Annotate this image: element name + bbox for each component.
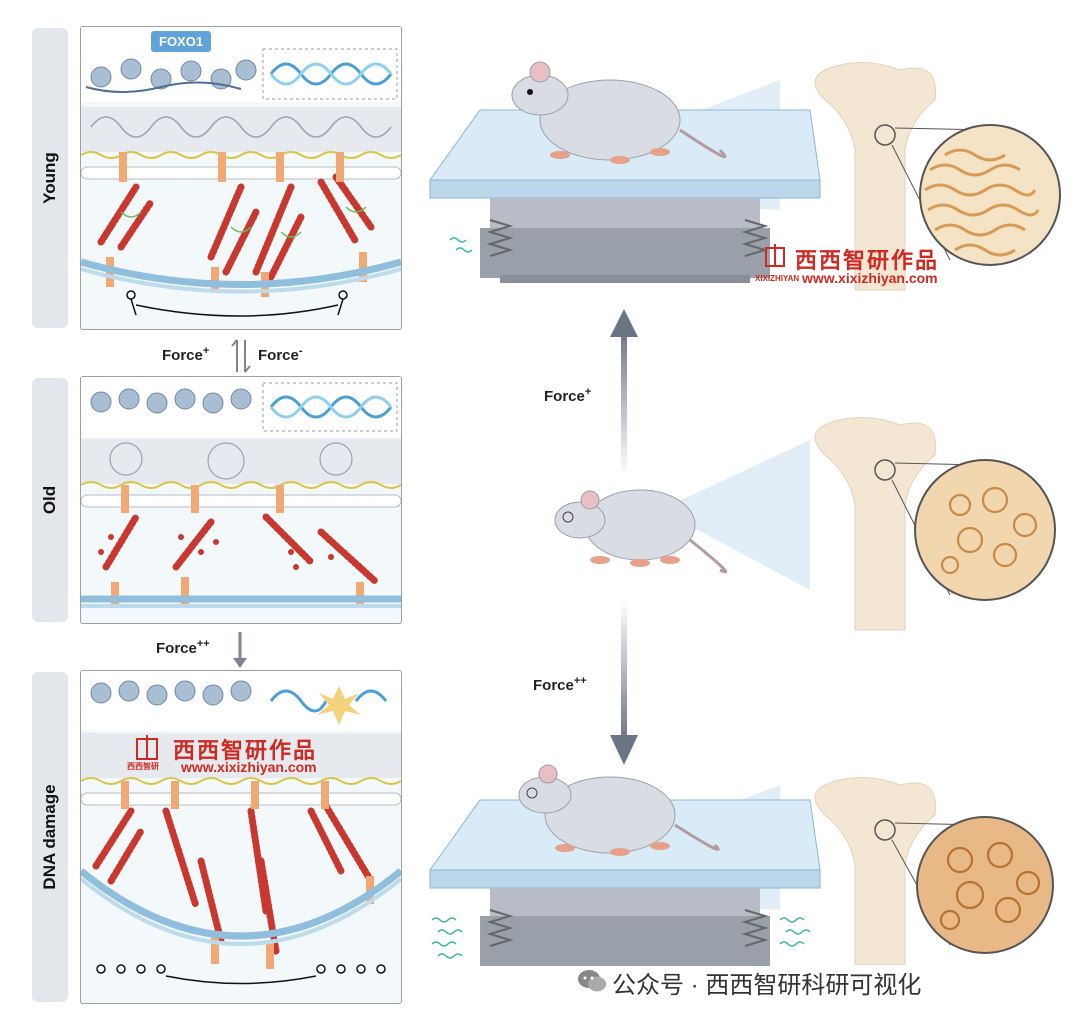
watermark-emblem-icon xyxy=(136,735,158,760)
high-force-vibration-platform xyxy=(429,764,821,966)
dna-helix xyxy=(269,62,393,86)
up-arrow-icon xyxy=(610,309,638,475)
old-label: Old xyxy=(40,485,59,515)
force-plusplus-label-right: Force++ xyxy=(533,675,587,694)
trabecular-damaged-icon xyxy=(916,816,1054,954)
old-mouse-icon xyxy=(554,489,728,574)
dna-damage-cell-illustration xyxy=(81,671,401,985)
young-bone-illustration xyxy=(814,62,1061,291)
watermark-url-left: www.xixizhiyan.com xyxy=(181,759,317,775)
dna-break-icon xyxy=(317,686,361,725)
old-cell-illustration xyxy=(81,377,401,608)
foxo1-label: FOXO1 xyxy=(151,31,212,52)
watermark-badge-left: 西西智研 xyxy=(127,762,159,771)
bidirectional-arrow-icon xyxy=(231,339,251,373)
wechat-icon xyxy=(578,970,606,992)
nucleosome-row xyxy=(90,58,257,90)
force-minus-label: Force- xyxy=(258,345,303,364)
young-label: Young xyxy=(40,152,59,204)
old-bone-illustration xyxy=(814,417,1056,631)
young-panel: FOXO1 xyxy=(80,26,402,330)
actin-filaments xyxy=(97,173,375,281)
watermark-badge-right: XIXIZHIYAN xyxy=(755,274,800,283)
dna-damage-label: DNA damage xyxy=(40,784,59,890)
tug-of-war-figures xyxy=(126,290,348,317)
watermark-text-right: 西西智研作品 xyxy=(795,248,940,274)
force-plusplus-label-left: Force++ xyxy=(156,638,210,657)
watermark-logo-left xyxy=(133,733,161,763)
young-mouse-icon xyxy=(511,61,727,164)
old-panel xyxy=(80,376,402,624)
trabecular-porous-icon xyxy=(914,459,1056,601)
young-tab xyxy=(32,28,68,328)
young-vibration-platform xyxy=(429,61,821,283)
watermark-url-right: www.xixizhiyan.com xyxy=(802,270,938,286)
down-arrow-large-icon xyxy=(610,600,638,765)
watermark-logo-right xyxy=(762,242,788,270)
old-mouse-platform-icon xyxy=(518,764,720,856)
tug-of-war-figures xyxy=(96,964,386,985)
watermark-text-left: 西西智研作品 xyxy=(173,738,318,764)
watermark-emblem-icon-right xyxy=(765,244,785,267)
old-tab xyxy=(32,378,68,622)
footer-account-label: 公众号 · 西西智研科研可视化 xyxy=(612,972,922,999)
dna-damage-tab xyxy=(32,672,68,1002)
damaged-bone-illustration xyxy=(814,777,1054,965)
force-plus-label: Force+ xyxy=(162,345,210,364)
old-mouse-illustration xyxy=(554,440,810,590)
strong-vibration-waves xyxy=(431,917,811,959)
dna-damage-panel: 西西智研作品 www.xixizhiyan.com 西西智研 xyxy=(80,670,402,1004)
glasses-icon xyxy=(562,511,574,523)
force-plus-label-right: Force+ xyxy=(544,386,592,405)
depolymerized-actin xyxy=(98,534,334,570)
young-cell-illustration xyxy=(81,27,401,317)
trabecular-dense-icon xyxy=(919,124,1061,266)
down-arrow-icon xyxy=(233,632,247,668)
